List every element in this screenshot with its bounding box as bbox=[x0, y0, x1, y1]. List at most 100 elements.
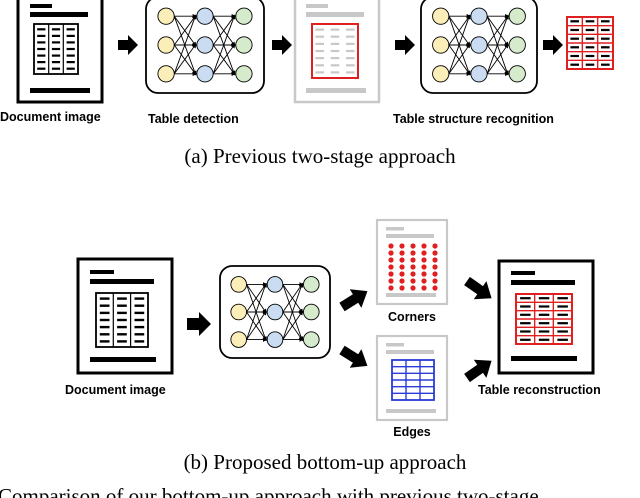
corner-dot bbox=[410, 257, 416, 263]
table-cell-mark bbox=[315, 49, 324, 53]
arrow-b-edges-out bbox=[464, 359, 492, 383]
table-cell-mark bbox=[51, 54, 61, 57]
table-cell-mark bbox=[346, 64, 355, 67]
table-cell-mark bbox=[601, 28, 610, 32]
corner-dot bbox=[421, 243, 427, 249]
network-connection bbox=[448, 43, 471, 75]
corner-dot bbox=[388, 278, 394, 284]
network-node bbox=[157, 7, 175, 25]
table-cell-mark bbox=[51, 34, 61, 37]
arrow-a2 bbox=[272, 35, 292, 55]
arrow-a1 bbox=[118, 35, 138, 55]
caption-a: (a) Previous two-stage approach bbox=[184, 144, 456, 168]
table-cell-mark bbox=[601, 54, 610, 58]
table-cell-mark bbox=[37, 34, 46, 37]
table-cell-mark bbox=[538, 305, 550, 308]
table-cell-mark bbox=[330, 71, 340, 74]
table-cell-mark bbox=[538, 297, 550, 300]
table-cell-mark bbox=[37, 67, 46, 70]
network-node bbox=[432, 7, 450, 25]
table-cell-mark bbox=[37, 41, 46, 44]
corner-dot bbox=[410, 278, 416, 284]
row-a: Document image Table detection Table str… bbox=[0, 0, 614, 168]
table-cell-mark bbox=[346, 35, 355, 38]
table-cell-mark bbox=[570, 28, 579, 32]
table-cell-mark bbox=[330, 64, 340, 67]
neural-network-a2 bbox=[420, 0, 538, 94]
table-cell-mark bbox=[330, 35, 340, 38]
network-connection bbox=[212, 43, 236, 75]
label-document-image-a: Document image bbox=[0, 110, 101, 124]
table-cell-mark bbox=[538, 330, 550, 333]
table-cell-mark bbox=[134, 297, 145, 300]
table-cell-mark bbox=[520, 322, 531, 325]
network-node bbox=[196, 7, 214, 25]
network-connection bbox=[173, 14, 197, 74]
table-cell-mark bbox=[134, 304, 145, 307]
table-cell-mark bbox=[520, 313, 531, 316]
table-cell-mark bbox=[601, 63, 610, 66]
corner-dot bbox=[410, 250, 416, 256]
neural-network-a1 bbox=[145, 0, 265, 94]
arrow-b-down bbox=[339, 345, 368, 368]
table-cell-mark bbox=[37, 61, 46, 64]
table-cell-mark bbox=[134, 340, 145, 343]
caption-b: (b) Proposed bottom-up approach bbox=[184, 450, 467, 474]
table-cell-mark bbox=[51, 47, 61, 51]
table-cell-mark bbox=[538, 338, 550, 341]
table-cell-mark bbox=[315, 28, 324, 31]
network-connection bbox=[448, 14, 471, 74]
corner-dot bbox=[388, 285, 394, 291]
table-cell-mark bbox=[66, 67, 75, 70]
network-node bbox=[230, 303, 247, 321]
table-cell-mark bbox=[37, 54, 46, 57]
network-node bbox=[508, 65, 526, 83]
table-cell-mark bbox=[37, 47, 46, 51]
table-cell-mark bbox=[134, 311, 145, 315]
table-cell-mark bbox=[601, 37, 610, 40]
table-cell-mark bbox=[315, 35, 324, 38]
table-cell-mark bbox=[557, 338, 568, 341]
table-cell-mark bbox=[66, 47, 75, 51]
corner-dot bbox=[432, 250, 438, 256]
network-node bbox=[230, 331, 247, 348]
network-node bbox=[470, 36, 488, 54]
table-cell-mark bbox=[51, 61, 61, 64]
corner-dot bbox=[410, 285, 416, 291]
table-cell-mark bbox=[330, 49, 340, 53]
table-cell-mark bbox=[117, 333, 127, 336]
network-connection bbox=[173, 43, 197, 75]
table-cell-mark bbox=[570, 54, 579, 58]
document-image-a bbox=[16, 0, 104, 104]
table-cell-mark bbox=[99, 333, 110, 336]
corner-dot bbox=[432, 285, 438, 291]
table-cell-mark bbox=[117, 318, 127, 322]
network-node bbox=[157, 65, 175, 83]
table-cell-mark bbox=[570, 46, 579, 49]
corner-dot bbox=[432, 264, 438, 270]
table-cell-mark bbox=[117, 311, 127, 315]
arrow-b-up bbox=[339, 289, 368, 312]
network-node bbox=[432, 65, 450, 83]
table-cell-mark bbox=[315, 57, 324, 60]
table-cell-mark bbox=[66, 41, 75, 44]
table-cell-mark bbox=[117, 340, 127, 343]
network-node bbox=[196, 65, 214, 83]
network-node bbox=[266, 276, 284, 293]
table-cell-mark bbox=[557, 330, 568, 333]
table-cell-mark bbox=[330, 57, 340, 60]
corner-dot bbox=[421, 285, 427, 291]
corner-dot bbox=[399, 257, 405, 263]
table-cell-mark bbox=[134, 318, 145, 322]
network-node bbox=[303, 331, 320, 348]
table-cell-mark bbox=[51, 28, 61, 31]
table-cell-mark bbox=[346, 57, 355, 60]
corner-dot bbox=[410, 243, 416, 249]
label-document-image-b: Document image bbox=[65, 383, 166, 397]
table-cell-mark bbox=[99, 340, 110, 343]
corner-dot bbox=[388, 243, 394, 249]
network-node bbox=[235, 36, 253, 54]
network-node bbox=[235, 7, 253, 25]
network-connection bbox=[212, 14, 236, 46]
table-cell-mark bbox=[520, 297, 531, 300]
